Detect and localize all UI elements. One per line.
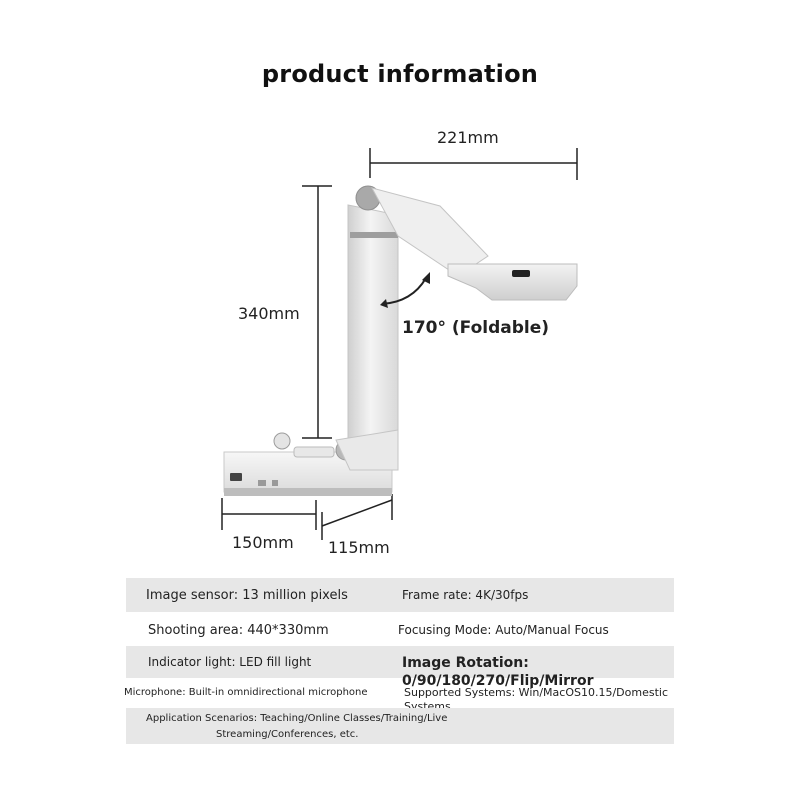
dimension-width-label: 221mm bbox=[437, 128, 499, 147]
camera-upper-arm bbox=[355, 185, 489, 277]
spec-focusing-mode: Focusing Mode: Auto/Manual Focus bbox=[398, 623, 609, 637]
spec-image-sensor: Image sensor: 13 million pixels bbox=[146, 588, 348, 603]
camera-head bbox=[447, 263, 578, 301]
spec-microphone: Microphone: Built-in omnidirectional mic… bbox=[124, 687, 368, 698]
dimension-base-width-label: 150mm bbox=[232, 533, 294, 552]
rotation-arrow bbox=[380, 272, 430, 308]
width-dimension-line bbox=[369, 148, 578, 180]
spec-frame-rate: Frame rate: 4K/30fps bbox=[402, 588, 529, 602]
base-dimension-lines bbox=[221, 494, 393, 540]
spec-shooting-area: Shooting area: 440*330mm bbox=[148, 623, 329, 638]
rotation-angle-label: 170° (Foldable) bbox=[402, 318, 550, 338]
height-dimension-line bbox=[302, 185, 332, 439]
dimension-height-label: 340mm bbox=[238, 304, 300, 323]
spec-indicator-light: Indicator light: LED fill light bbox=[148, 655, 312, 669]
spec-application-scenarios-line2: Streaming/Conferences, etc. bbox=[216, 729, 359, 740]
dimension-base-depth-label: 115mm bbox=[328, 538, 390, 557]
page-title: product information bbox=[261, 60, 539, 88]
camera-vertical-arm bbox=[335, 204, 399, 471]
spec-image-rotation: Image Rotation: 0/90/180/270/Flip/Mirror bbox=[402, 655, 594, 690]
spec-application-scenarios-line1: Application Scenarios: Teaching/Online C… bbox=[146, 713, 448, 724]
